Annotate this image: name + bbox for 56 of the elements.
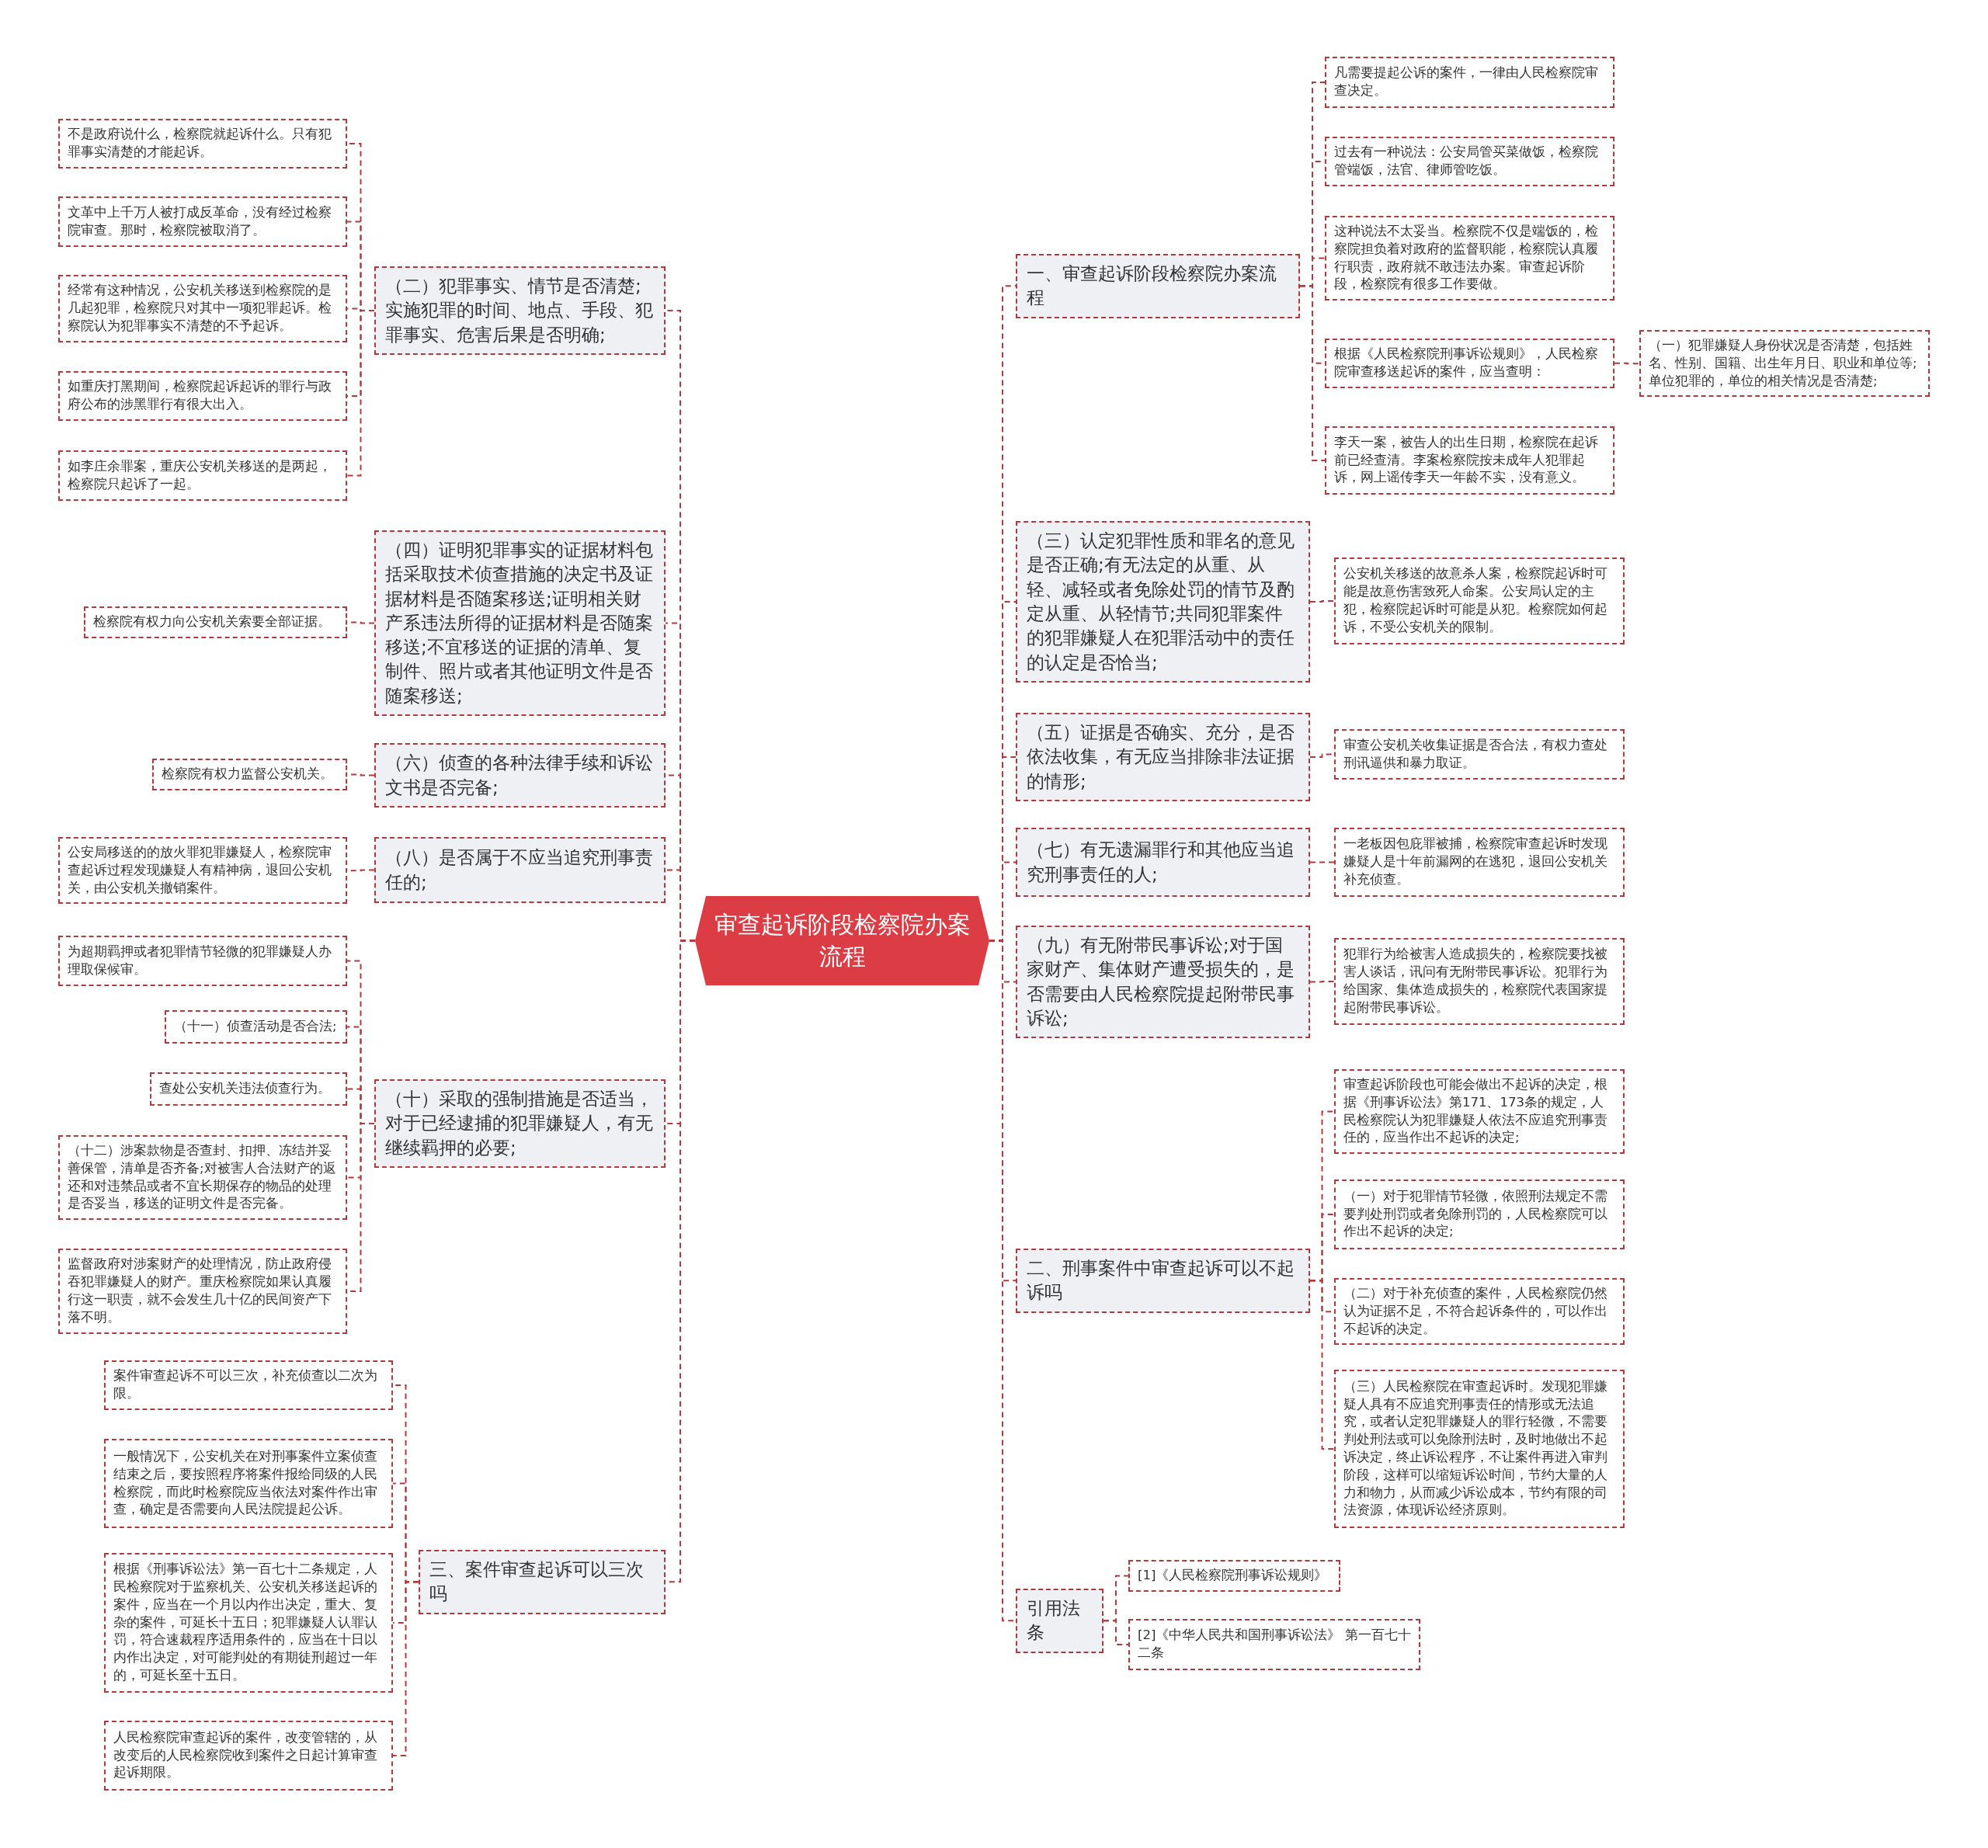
connector-line xyxy=(1309,981,1335,983)
note-box: 监督政府对涉案财产的处理情况，防止政府侵吞犯罪嫌疑人的财产。重庆检察院如果认真履行这一职责，就不会发生几十亿的民间资产下落不明。 xyxy=(58,1249,347,1334)
note-box: [1]《人民检察院刑事诉讼规则》 xyxy=(1128,1560,1340,1592)
note-box: 检察院有权力监督公安机关。 xyxy=(152,759,347,790)
note-box: 公安局移送的的放火罪犯罪嫌疑人，检察院审查起诉过程发现嫌疑人有精神病，退回公安机关，由公安机关撤销案件。 xyxy=(58,837,347,905)
connector-line xyxy=(346,309,375,477)
connector-line xyxy=(392,1581,419,1756)
note-box: 一老板因包庇罪被捕，检察院审查起诉时发现嫌疑人是十年前漏网的在逃犯，退回公安机关补充侦查。 xyxy=(1334,828,1625,897)
note-box: 检察院有权力向公安机关索要全部证据。 xyxy=(84,606,347,638)
note-box: 根据《人民检察院刑事诉讼规则》，人民检察院审查移送起诉的案件，应当查明： xyxy=(1325,339,1614,388)
note-box: 审查起诉阶段也可能会做出不起诉的决定，根据《刑事诉讼法》第171、173条的规定，人民检察院认为犯罪嫌疑人依法不应追究刑事责任的，应当作出不起诉的决定; xyxy=(1334,1069,1625,1155)
note-box: 审查公安机关收集证据是否合法，有权力查处刑讯逼供和暴力取证。 xyxy=(1334,729,1625,780)
note-box: 经常有这种情况，公安机关移送到检察院的是几起犯罪，检察院只对其中一项犯罪起诉。检察院认为犯罪事实不清楚的不予起诉。 xyxy=(58,275,347,342)
note-box: 不是政府说什么，检察院就起诉什么。只有犯罪事实清楚的才能起诉。 xyxy=(58,119,347,168)
note-box: （二）对于补充侦查的案件，人民检察院仍然认为证据不足，不符合起诉条件的，可以作出不起诉的决定。 xyxy=(1334,1278,1625,1346)
topic-box: 二、刑事案件中审查起诉可以不起诉吗 xyxy=(1016,1249,1310,1313)
note-box: 根据《刑事诉讼法》第一百七十二条规定，人民检察院对于监察机关、公安机关移送起诉的案件，应当在一个月以内作出决定，重大、复杂的案件，可延长十五日；犯罪嫌疑人认罪认罚，符合速裁程序适用条件的，应当在十日以内作出决定，对可能判处的有期徒刑超过一年的，可延长至十五日。 xyxy=(104,1553,393,1693)
note-box: 案件审查起诉不可以三次，补充侦查以二次为限。 xyxy=(104,1360,393,1410)
connector-line xyxy=(1103,1620,1129,1645)
topic-box: （二）犯罪事实、情节是否清楚;实施犯罪的时间、地点、手段、犯罪事实、危害后果是否明确; xyxy=(374,266,666,355)
topic-box: （八）是否属于不应当追究刑事责任的; xyxy=(374,837,666,903)
note-box: 一般情况下，公安机关在对刑事案件立案侦查结束之后，要按照程序将案件报给同级的人民检察院，而此时检察院应当依法对案件作出审查，确定是否需要向人民法院提起公诉。 xyxy=(104,1439,393,1528)
note-box: 凡需要提起公诉的案件，一律由人民检察院审查决定。 xyxy=(1325,57,1614,108)
note-box: [2]《中华人民共和国刑事诉讼法》 第一百七十二条 xyxy=(1128,1619,1420,1670)
note-box: 文革中上千万人被打成反革命，没有经过检察院审查。那时，检察院被取消了。 xyxy=(58,196,347,247)
topic-box: （七）有无遗漏罪行和其他应当追究刑事责任的人; xyxy=(1016,828,1310,897)
central-topic-box: 审查起诉阶段检察院办案流程 xyxy=(695,896,989,985)
note-box: （十二）涉案款物是否查封、扣押、冻结并妥善保管，清单是否齐备;对被害人合法财产的返还和对违禁品或者不宜长期保存的物品的处理是否妥当，移送的证明文件是否完备。 xyxy=(58,1135,347,1221)
topic-box: 一、审查起诉阶段检察院办案流程 xyxy=(1016,254,1300,318)
note-box: 过去有一种说法：公安局管买菜做饭，检察院管端饭，法官、律师管吃饭。 xyxy=(1325,137,1614,186)
topic-box: （六）侦查的各种法律手续和诉讼文书是否完备; xyxy=(374,743,666,808)
topic-box: 引用法条 xyxy=(1016,1589,1103,1653)
connector-line xyxy=(1309,600,1335,603)
note-box: （一）犯罪嫌疑人身份状况是否清楚，包括姓名、性别、国籍、出生年月日、职业和单位等;单位犯罪的，单位的相关情况是否清楚; xyxy=(1639,330,1930,398)
note-box: （十一）侦查活动是否合法; xyxy=(165,1010,347,1044)
note-box: 李天一案，被告人的出生日期，检察院在起诉前已经查清。李案检察院按未成年人犯罪起诉，网上谣传李天一年龄不实，没有意义。 xyxy=(1325,426,1614,495)
topic-box: （三）认定犯罪性质和罪名的意见是否正确;有无法定的从重、从轻、减轻或者免除处罚的情节及酌定从重、从轻情节;共同犯罪案件的犯罪嫌疑人在犯罪活动中的责任的认定是否恰当; xyxy=(1016,521,1310,683)
note-box: 查处公安机关违法侦查行为。 xyxy=(150,1072,347,1106)
topic-box: （九）有无附带民事诉讼;对于国家财产、集体财产遭受损失的，是否需要由人民检察院提起附带民事诉讼; xyxy=(1016,926,1310,1039)
topic-box: 三、案件审查起诉可以三次吗 xyxy=(419,1550,666,1614)
note-box: 如重庆打黑期间，检察院起诉起诉的罪行与政府公布的涉黑罪行有很大出入。 xyxy=(58,371,347,421)
note-box: 这种说法不太妥当。检察院不仅是端饭的，检察院担负着对政府的监督职能，检察院认真履行职责，政府就不敢违法办案。审查起诉阶段，检察院有很多工作要做。 xyxy=(1325,216,1614,301)
connector-line xyxy=(1309,1280,1335,1450)
topic-box: （四）证明犯罪事实的证据材料包括采取技术侦查措施的决定书及证据材料是否随案移送;证明相关财产系违法所得的证据材料是否随案移送;不宜移送的证据的清单、复制件、照片或者其他证明文件是否随案移送; xyxy=(374,530,666,716)
connector-line xyxy=(1309,861,1335,863)
note-box: 犯罪行为给被害人造成损失的，检察院要找被害人谈话，讯问有无附带民事诉讼。犯罪行为给国家、集体造成损失的，检察院代表国家提起附带民事诉讼。 xyxy=(1334,938,1625,1025)
note-box: （一）对于犯罪情节轻微，依照刑法规定不需要判处刑罚或者免除刑罚的，人民检察院可以作出不起诉的决定; xyxy=(1334,1179,1625,1249)
note-box: 公安机关移送的故意杀人案，检察院起诉时可能是故意伤害致死人命案。公安局认定的主犯，检察院起诉时可能是从犯。检察院如何起诉，不受公安机关的限制。 xyxy=(1334,558,1625,644)
connector-line xyxy=(1614,362,1640,365)
topic-box: （五）证据是否确实、充分，是否依法收集，有无应当排除非法证据的情形; xyxy=(1016,713,1310,801)
topic-box: （十）采取的强制措施是否适当，对于已经逮捕的犯罪嫌疑人，有无继续羁押的必要; xyxy=(374,1079,666,1168)
note-box: 为超期羁押或者犯罪情节轻微的犯罪嫌疑人办理取保候审。 xyxy=(58,936,347,986)
note-box: （三）人民检察院在审查起诉时。发现犯罪嫌疑人具有不应追究刑事责任的情形或无法追究，或者认定犯罪嫌疑人的罪行轻微，不需要判处刑法或可以免除刑法时，及时地做出不起诉决定，终止诉讼程序，不让案件再进入审判阶段，这样可以缩短诉讼时间，节约大量的人力和物力，从而减少诉讼成本，节约有限的司法资源，体现诉讼经济原则。 xyxy=(1334,1370,1625,1528)
note-box: 人民检察院审查起诉的案件，改变管辖的，从改变后的人民检察院收到案件之日起计算审查起诉期限。 xyxy=(104,1721,393,1791)
note-box: 如李庄余罪案，重庆公安机关移送的是两起，检察院只起诉了一起。 xyxy=(58,450,347,501)
connector-line xyxy=(1299,285,1326,461)
